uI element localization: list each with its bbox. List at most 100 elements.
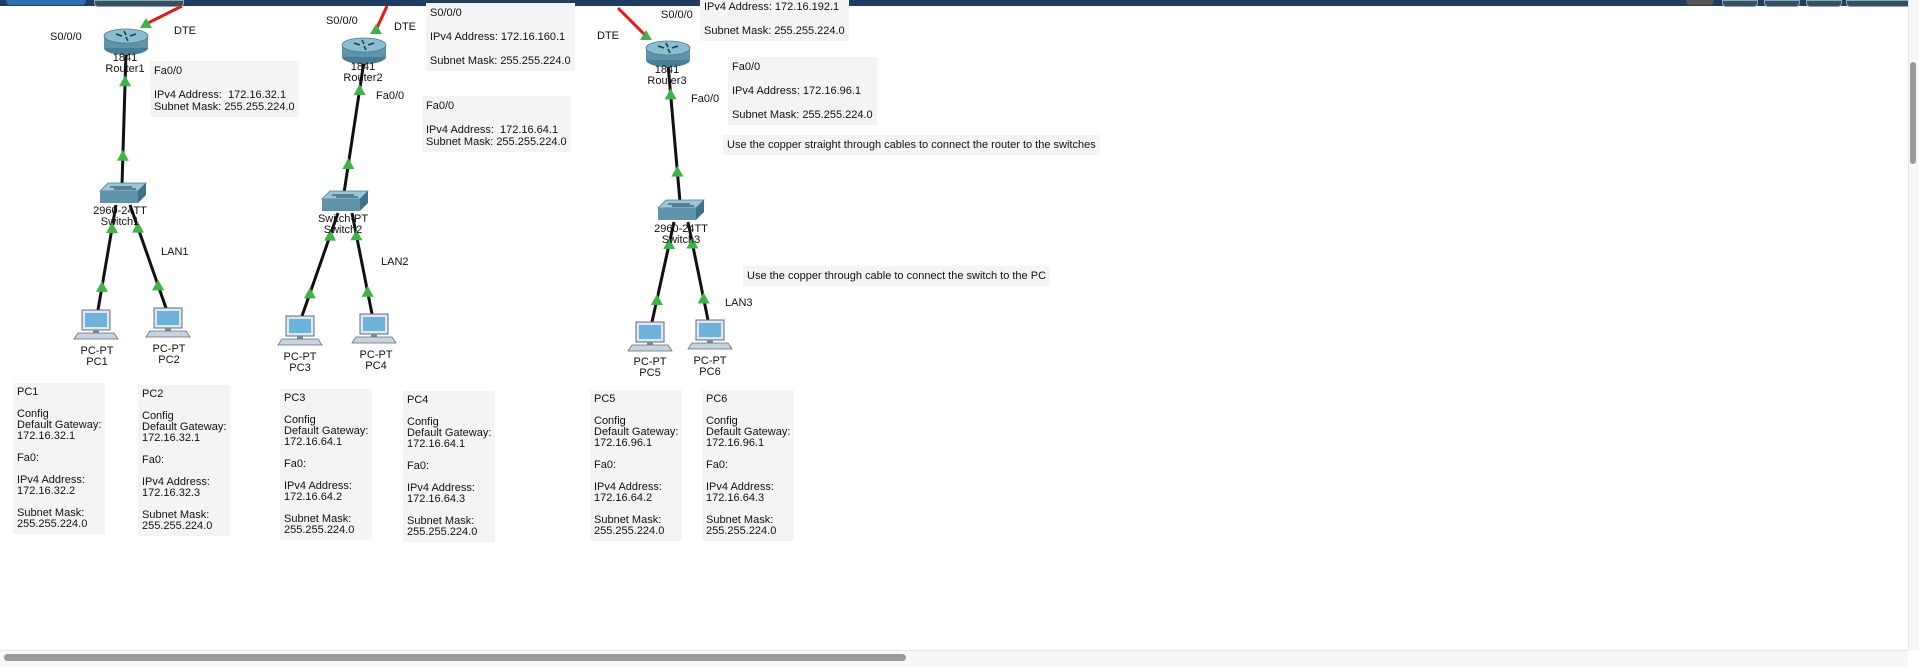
toolbar-button[interactable] [1722, 0, 1758, 7]
link-light-icon [361, 285, 374, 297]
router3-serial-port-label: S0/0/0 [661, 9, 693, 21]
link-light-icon [370, 24, 382, 34]
router-switch-cable[interactable] [666, 63, 682, 203]
pc1-config-note: PC1 Config Default Gateway: 172.16.32.1 … [13, 383, 106, 534]
link-light-icon [106, 222, 119, 234]
router3-serial-note: IPv4 Address: 172.16.192.1 Subnet Mask: … [700, 0, 849, 41]
link-light-icon [116, 149, 129, 161]
router-switch-cable[interactable] [342, 60, 366, 194]
switch-icon[interactable] [321, 190, 369, 212]
switch-pc-cable[interactable] [300, 212, 340, 317]
pc-icon[interactable] [277, 315, 323, 346]
link-light-icon [303, 287, 316, 299]
pc2-name: PC2 [158, 354, 180, 366]
switch1-label: 2960-24TT Switch1 [93, 206, 147, 228]
link-light-icon [342, 157, 355, 169]
router-switch-cable[interactable] [120, 51, 128, 186]
pc3-name: PC3 [289, 362, 311, 374]
link-light-icon [353, 84, 366, 96]
link-light-icon [640, 30, 652, 40]
instruction-router-switch-note: Use the copper straight through cables t… [723, 135, 1100, 155]
pc-icon[interactable] [687, 319, 733, 350]
link-light-icon [350, 229, 363, 241]
instruction-switch-pc-note: Use the copper through cable to connect … [743, 266, 1051, 286]
router3-model: 1841 [654, 64, 680, 76]
switch-icon[interactable] [99, 182, 147, 204]
pc6-name: PC6 [699, 366, 721, 378]
horizontal-scrollbar-thumb[interactable] [4, 654, 906, 661]
pc4-label: PC-PT PC4 [360, 350, 393, 372]
top-toolbar [0, 0, 1919, 7]
vertical-scrollbar-thumb[interactable] [1910, 62, 1916, 164]
link-light-icon [140, 18, 152, 28]
lan2-label: LAN2 [381, 256, 409, 268]
serial-cable[interactable] [616, 6, 648, 38]
pc3-label: PC-PT PC3 [284, 352, 317, 374]
link-light-icon [119, 75, 132, 87]
switch2-model: Switch-PT [317, 213, 369, 225]
pc-icon[interactable] [627, 321, 673, 352]
pc4-config-note: PC4 Config Default Gateway: 172.16.64.1 … [403, 391, 496, 542]
link-light-icon [671, 165, 684, 177]
router1-serial-port-label: S0/0/0 [50, 31, 82, 43]
pc6-model: PC-PT [693, 355, 727, 367]
router1-dte-label: DTE [174, 25, 196, 37]
router1-model: 1841 [112, 52, 138, 64]
lan3-label: LAN3 [725, 297, 753, 309]
router2-name: Router2 [343, 72, 383, 84]
router2-fa-port-label: Fa0/0 [376, 90, 405, 102]
toolbar-button[interactable] [94, 0, 184, 7]
link-light-icon [686, 237, 699, 249]
pc-icon[interactable] [73, 309, 119, 340]
toolbar-button[interactable] [1764, 0, 1800, 7]
switch1-model: 2960-24TT [93, 205, 147, 217]
router2-label: 1841 Router2 [343, 62, 382, 84]
switch2-label: Switch-PT Switch2 [318, 214, 368, 236]
router3-label: 1841 Router3 [647, 65, 686, 87]
toolbar-button[interactable] [1686, 0, 1714, 5]
router1-label: 1841 Router1 [105, 53, 144, 75]
router3-dte-label: DTE [597, 30, 619, 42]
pc5-config-note: PC5 Config Default Gateway: 172.16.96.1 … [590, 390, 683, 541]
switch3-name: Switch3 [661, 234, 701, 246]
router3-fa-port-label: Fa0/0 [691, 93, 720, 105]
switch-pc-cable[interactable] [686, 221, 710, 321]
pc5-model: PC-PT [633, 356, 667, 368]
switch-pc-cable[interactable] [650, 221, 676, 323]
pc1-model: PC-PT [80, 345, 114, 357]
vertical-scrollbar[interactable] [1908, 0, 1919, 650]
pc-icon[interactable] [351, 313, 397, 344]
serial-cable[interactable] [145, 4, 183, 26]
switch2-name: Switch2 [323, 224, 363, 236]
pc4-model: PC-PT [359, 349, 393, 361]
pc6-config-note: PC6 Config Default Gateway: 172.16.96.1 … [702, 390, 795, 541]
toolbar-button[interactable] [6, 0, 86, 5]
switch-pc-cable[interactable] [350, 212, 374, 315]
switch-pc-cable[interactable] [96, 204, 118, 311]
link-light-icon [663, 238, 676, 249]
switch-icon[interactable] [657, 199, 705, 221]
pc3-model: PC-PT [283, 351, 317, 363]
router2-model: 1841 [350, 61, 376, 73]
switch3-model: 2960-24TT [654, 223, 708, 235]
router2-serial-port-label: S0/0/0 [326, 15, 358, 27]
router2-serial-note: S0/0/0 IPv4 Address: 172.16.160.1 Subnet… [426, 3, 575, 71]
router2-dte-label: DTE [394, 21, 416, 33]
lan1-label: LAN1 [161, 246, 189, 258]
link-light-icon [152, 279, 165, 291]
pc-icon[interactable] [145, 307, 191, 338]
router1-name: Router1 [105, 63, 145, 75]
link-light-icon [95, 280, 108, 292]
pc2-config-note: PC2 Config Default Gateway: 172.16.32.1 … [138, 385, 231, 536]
link-light-icon [650, 294, 663, 305]
pc5-label: PC-PT PC5 [634, 357, 667, 379]
toolbar-button[interactable] [1806, 0, 1842, 7]
switch-pc-cable[interactable] [128, 204, 168, 309]
serial-cable[interactable] [374, 5, 389, 31]
pc3-config-note: PC3 Config Default Gateway: 172.16.64.1 … [280, 389, 373, 540]
link-light-icon [697, 292, 710, 304]
link-light-icon [324, 229, 337, 241]
pc6-label: PC-PT PC6 [694, 356, 727, 378]
router3-fa0-note: Fa0/0 IPv4 Address: 172.16.96.1 Subnet M… [728, 57, 877, 125]
